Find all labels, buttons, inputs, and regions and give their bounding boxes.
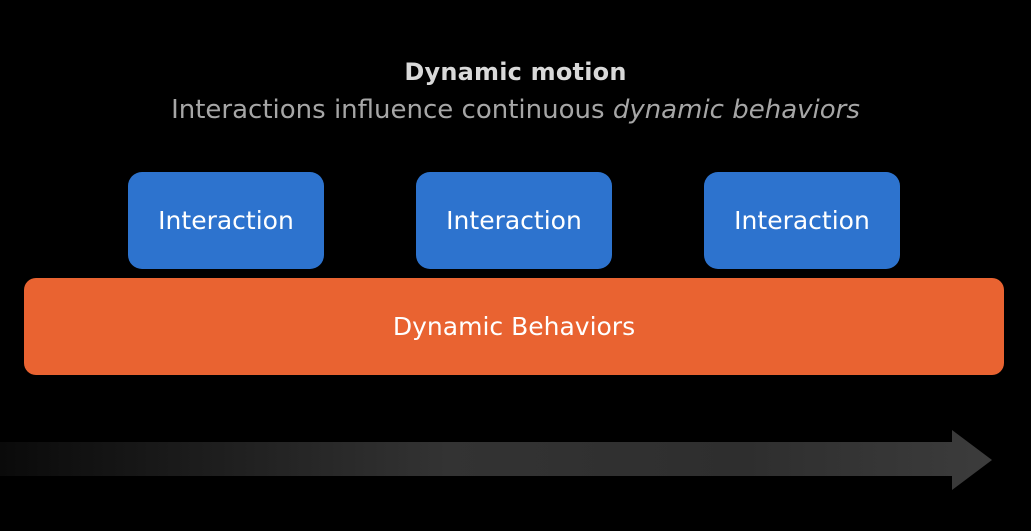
diagram-title: Dynamic motion <box>404 58 627 86</box>
dynamic-behaviors-label: Dynamic Behaviors <box>392 312 636 341</box>
dynamic-behaviors-bar: Dynamic Behaviors <box>24 278 1004 375</box>
interaction-label-3: Interaction <box>734 206 870 235</box>
subtitle-plain-text: Interactions influence continuous <box>171 95 613 125</box>
timeline-arrow-icon <box>0 430 992 490</box>
interaction-label-1: Interaction <box>158 206 294 235</box>
subtitle-emphasis-text: dynamic behaviors <box>612 95 860 125</box>
diagram-subtitle: Interactions influence continuous dynami… <box>0 95 1031 125</box>
interaction-box-1: Interaction <box>128 172 324 269</box>
interaction-label-2: Interaction <box>446 206 582 235</box>
interaction-box-2: Interaction <box>416 172 612 269</box>
interaction-box-3: Interaction <box>704 172 900 269</box>
timeline-arrow-shape <box>0 430 992 490</box>
